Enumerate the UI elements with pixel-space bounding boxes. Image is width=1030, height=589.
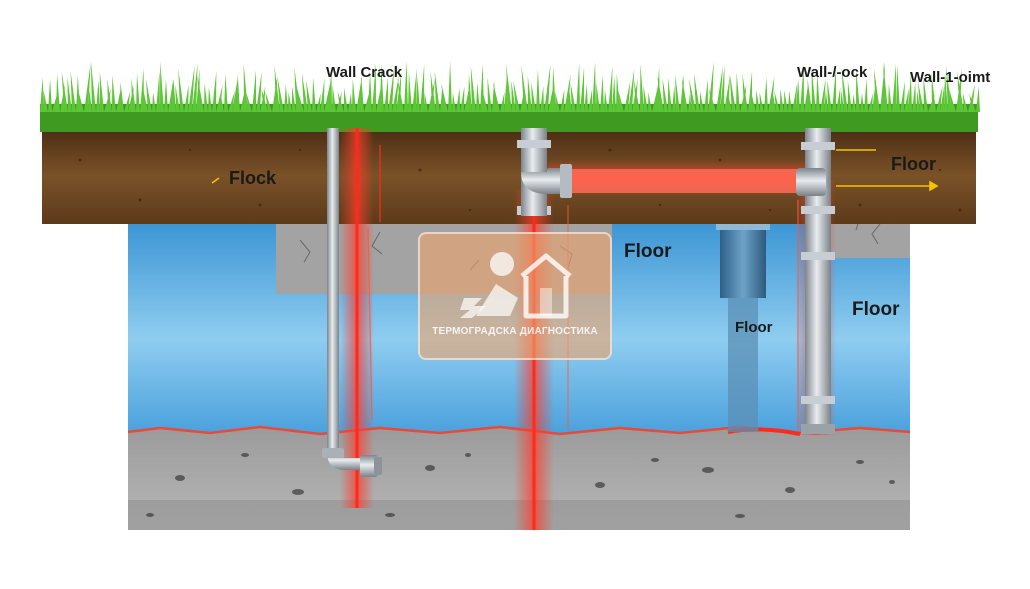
- floor-label-center: Floor: [624, 241, 672, 262]
- wall-joint-label: Wall-1-oimt: [910, 69, 991, 86]
- center-supply-pipe: [517, 128, 802, 216]
- wall-lock-label: Wall-/-ock: [797, 64, 868, 81]
- watermark-text: ТЕРМОГРАДСКА ДИАГНОСТИКА: [432, 326, 598, 337]
- watermark: ТЕРМОГРАДСКА ДИАГНОСТИКА: [418, 232, 612, 360]
- wall-crack-label: Wall Crack: [326, 64, 403, 81]
- grass-layer: [40, 60, 980, 132]
- arrow-flock-icon: [211, 177, 220, 184]
- soil-texture: [78, 148, 962, 212]
- floor-label-small: Floor: [735, 319, 773, 336]
- arrow-right-icon: [836, 149, 939, 192]
- floor-label-right: Floor: [852, 299, 900, 320]
- blue-downpipe: [716, 224, 770, 432]
- floor-label-top-right: Floor: [891, 154, 936, 174]
- house-logo-icon: [460, 252, 572, 319]
- left-drain-pipe: [322, 128, 382, 477]
- flock-label: Flock: [229, 168, 277, 188]
- right-vertical-pipe: [796, 128, 835, 434]
